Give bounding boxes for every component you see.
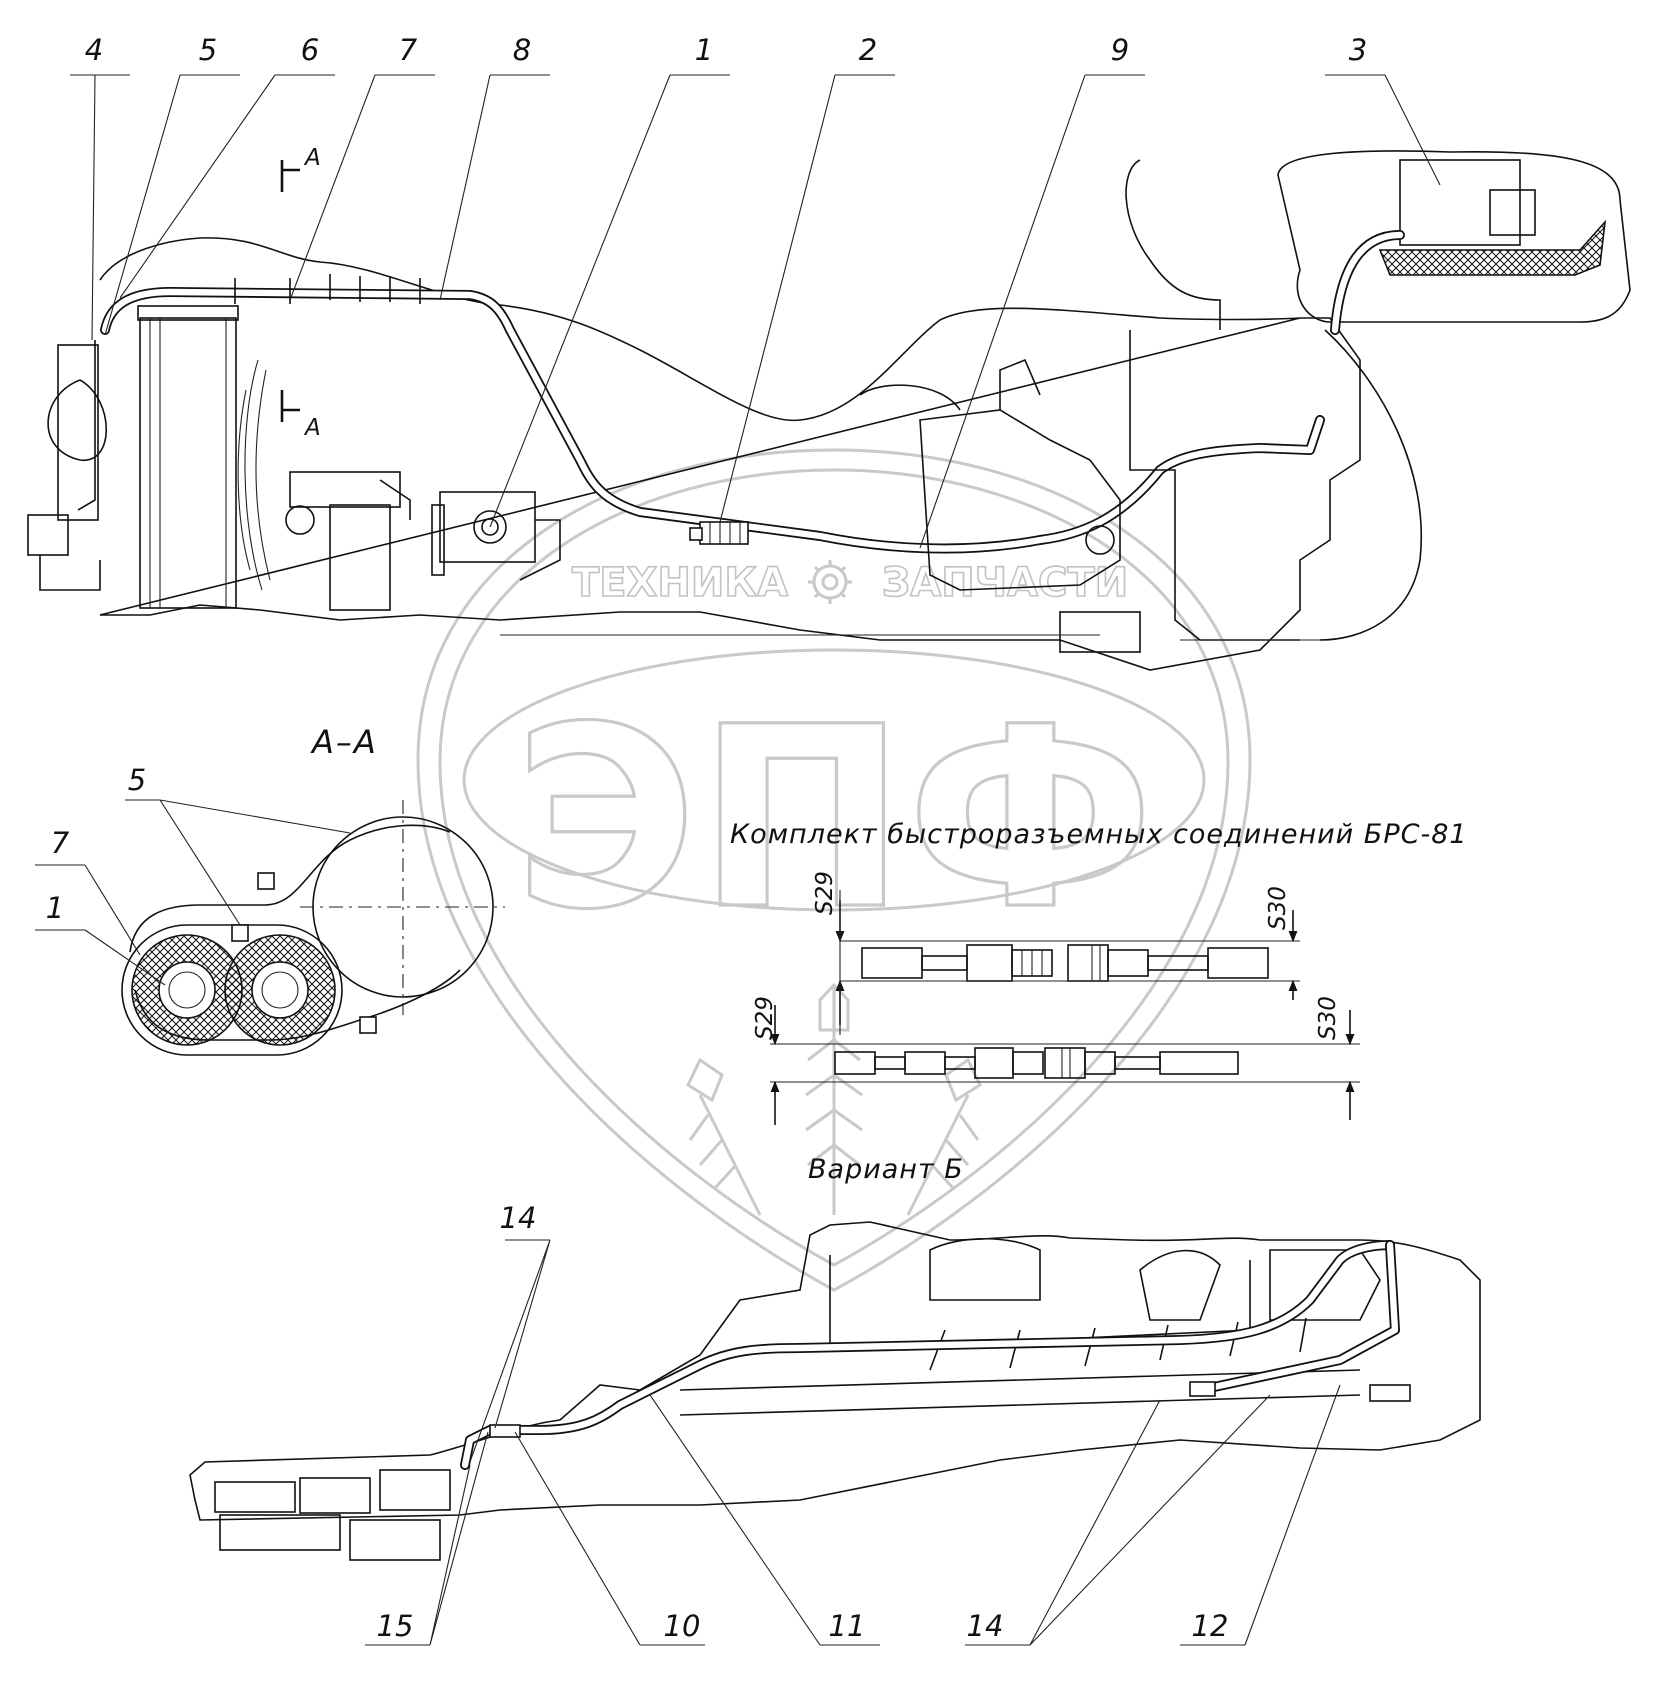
- svg-text:1: 1: [695, 33, 713, 67]
- variant-b-callout-10: 10: [514, 1431, 705, 1646]
- section-clip-c: [359, 1016, 377, 1034]
- fan-blades: [237, 359, 271, 591]
- svg-text:15: 15: [377, 1609, 414, 1643]
- main-view-frame-outline: [99, 237, 1361, 671]
- radiator-top-tank: [137, 305, 239, 321]
- callout-7: 7: [289, 33, 435, 301]
- front-bracket: [57, 344, 99, 521]
- rear-valve-assembly: [1277, 150, 1631, 335]
- svg-text:10: 10: [664, 1609, 701, 1643]
- valve-block: [439, 491, 536, 563]
- watermark-logo: ЭПФ: [514, 673, 1155, 964]
- front-coupler: [27, 514, 69, 556]
- engine-block: [919, 409, 1121, 591]
- wheat-icon: [686, 982, 982, 1216]
- cab-floor: [1129, 330, 1300, 641]
- variant-b-callout-14-top: 14: [469, 1201, 551, 1463]
- svg-text:4: 4: [85, 33, 103, 67]
- variant-b-callout-14-bottom: 14: [965, 1394, 1271, 1646]
- section-clip-a: [231, 924, 249, 942]
- hydraulic-line-main: [100, 287, 1325, 554]
- callout-1: 1: [489, 33, 730, 528]
- svg-text:7: 7: [399, 33, 418, 67]
- svg-text:11: 11: [829, 1609, 866, 1643]
- callout-2: 2: [719, 33, 895, 523]
- svg-text:3: 3: [1349, 33, 1367, 67]
- brs-coupling-bottom: S29 S30: [752, 996, 1360, 1125]
- variant-b-title: Вариант Б: [808, 1154, 964, 1185]
- svg-text:8: 8: [513, 33, 531, 67]
- callout-3: 3: [1325, 33, 1441, 186]
- dim-s30-bottom: S30: [1315, 996, 1341, 1040]
- variant-b: Вариант Б 14 15: [189, 1154, 1481, 1646]
- watermark: ЭПФ ТЕХНИКА ЗАПЧАСТИ: [416, 448, 1252, 1292]
- svg-text:2: 2: [859, 33, 877, 67]
- callout-8: 8: [439, 33, 550, 301]
- rear-wheel-outline: [1319, 329, 1422, 641]
- main-view: А А 4 5 6 7 8 1 2: [27, 33, 1631, 671]
- svg-text:6: 6: [301, 33, 319, 67]
- pump-body: [289, 471, 401, 508]
- svg-text:1: 1: [46, 891, 64, 925]
- hose-clamps: [234, 274, 421, 304]
- variant-b-chassis-outline: [189, 1221, 1481, 1521]
- seat-back: [1125, 159, 1221, 330]
- variant-b-hydraulic-line: [460, 1240, 1395, 1470]
- svg-text:12: 12: [1192, 1609, 1229, 1643]
- gear-icon: [808, 560, 852, 604]
- watermark-left-word: ТЕХНИКА: [572, 560, 788, 606]
- section-title: А–А: [310, 723, 378, 761]
- variant-b-callout-12: 12: [1180, 1384, 1341, 1646]
- watermark-shield-outer: [416, 448, 1252, 1292]
- svg-text:5: 5: [128, 763, 146, 797]
- dim-s29-top: S29: [812, 871, 838, 915]
- section-a-a: А–А 5 7 1: [35, 723, 505, 1056]
- section-callout-1: 1: [35, 891, 166, 986]
- dim-s29-bottom: S29: [752, 996, 778, 1040]
- svg-text:7: 7: [51, 826, 70, 860]
- callout-4: 4: [70, 33, 130, 341]
- brs-kit-caption: Комплект быстроразъемных соединений БРС-…: [730, 819, 1468, 850]
- svg-text:5: 5: [199, 33, 217, 67]
- callout-9: 9: [919, 33, 1145, 549]
- svg-text:14: 14: [500, 1201, 537, 1235]
- callout-6: 6: [119, 33, 335, 299]
- section-cut-marks: А А: [280, 145, 321, 441]
- variant-b-coupler: [489, 1424, 521, 1438]
- section-callout-7: 7: [35, 826, 141, 956]
- radiator: [139, 317, 237, 609]
- svg-text:14: 14: [967, 1609, 1004, 1643]
- brs-kit: Комплект быстроразъемных соединений БРС-…: [730, 819, 1468, 1125]
- section-clip-b: [257, 872, 275, 890]
- section-mark-top: А: [303, 145, 321, 171]
- quick-coupler-pair: [689, 521, 749, 545]
- callout-5: 5: [104, 33, 240, 336]
- svg-text:9: 9: [1111, 33, 1129, 67]
- section-callout-5: 5: [125, 763, 351, 926]
- brs-coupling-top: S29 S30: [812, 871, 1300, 1035]
- section-mark-bottom: А: [303, 415, 321, 441]
- variant-b-callout-15: 15: [365, 1431, 489, 1646]
- watermark-right-word: ЗАПЧАСТИ: [882, 560, 1128, 606]
- dim-s30-top: S30: [1265, 886, 1291, 930]
- watermark-ellipse: [462, 648, 1206, 912]
- variant-b-callout-11: 11: [649, 1394, 880, 1646]
